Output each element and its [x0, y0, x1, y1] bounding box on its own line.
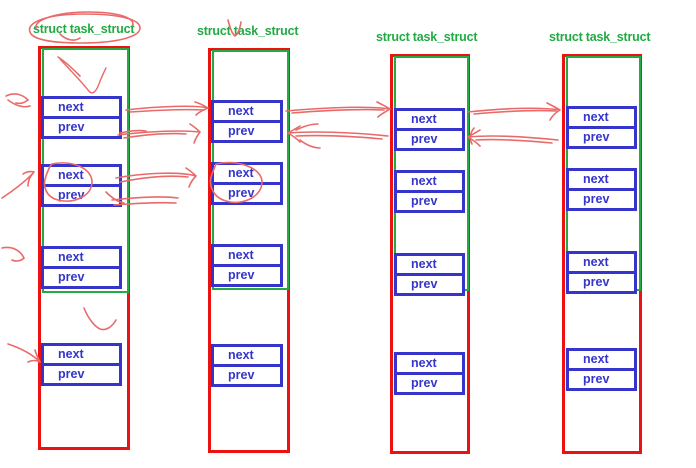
field-prev[interactable]: prev [211, 364, 283, 387]
left-hook-1 [5, 93, 30, 105]
field-prev[interactable]: prev [41, 116, 122, 139]
field-pair-3-4[interactable]: next prev [394, 352, 465, 395]
field-prev[interactable]: prev [211, 120, 283, 143]
field-prev[interactable]: prev [41, 363, 122, 386]
struct-title-4: struct task_struct [549, 30, 651, 44]
arrow-prev-1-to-2 [117, 123, 201, 144]
field-pair-2-1[interactable]: next prev [211, 100, 283, 143]
struct-title-3: struct task_struct [376, 30, 478, 44]
field-pair-2-2[interactable]: next prev [211, 162, 283, 205]
field-prev[interactable]: prev [394, 273, 465, 296]
field-pair-1-2[interactable]: next prev [41, 164, 122, 207]
arrow-next-1-to-2 [125, 101, 209, 116]
field-pair-1-4[interactable]: next prev [41, 343, 122, 386]
field-prev[interactable]: prev [41, 184, 122, 207]
field-pair-4-4[interactable]: next prev [566, 348, 637, 391]
left-hook-3 [1, 246, 25, 262]
field-pair-2-4[interactable]: next prev [211, 344, 283, 387]
field-prev[interactable]: prev [211, 182, 283, 205]
field-prev[interactable]: prev [394, 372, 465, 395]
arrow-next-3-to-4 [467, 102, 561, 121]
field-pair-1-1[interactable]: next prev [41, 96, 122, 139]
field-prev[interactable]: prev [211, 264, 283, 287]
field-pair-4-3[interactable]: next prev [566, 251, 637, 294]
arrow-next-2-to-3 [285, 101, 391, 118]
field-pair-3-2[interactable]: next prev [394, 170, 465, 213]
tick-annotation-3 [469, 127, 475, 145]
field-pair-3-1[interactable]: next prev [394, 108, 465, 151]
field-pair-1-3[interactable]: next prev [41, 246, 122, 289]
field-pair-4-1[interactable]: next prev [566, 106, 637, 149]
field-prev[interactable]: prev [566, 126, 637, 149]
field-next[interactable]: next [394, 352, 465, 375]
field-next[interactable]: next [41, 343, 122, 366]
field-prev[interactable]: prev [566, 188, 637, 211]
arrow-prev-4-to-3 [467, 129, 559, 147]
field-prev[interactable]: prev [394, 190, 465, 213]
arrow-prev-3-to-2 [287, 125, 389, 143]
field-prev[interactable]: prev [566, 271, 637, 294]
field-next[interactable]: next [394, 170, 465, 193]
struct-title-1: struct task_struct [33, 22, 135, 36]
struct-title-2: struct task_struct [197, 24, 299, 38]
field-pair-2-3[interactable]: next prev [211, 244, 283, 287]
field-pair-3-3[interactable]: next prev [394, 253, 465, 296]
field-prev[interactable]: prev [41, 266, 122, 289]
field-prev[interactable]: prev [566, 368, 637, 391]
field-prev[interactable]: prev [394, 128, 465, 151]
field-pair-4-2[interactable]: next prev [566, 168, 637, 211]
left-hook-4 [7, 343, 41, 363]
left-hook-2 [1, 170, 35, 199]
field-next[interactable]: next [41, 96, 122, 119]
